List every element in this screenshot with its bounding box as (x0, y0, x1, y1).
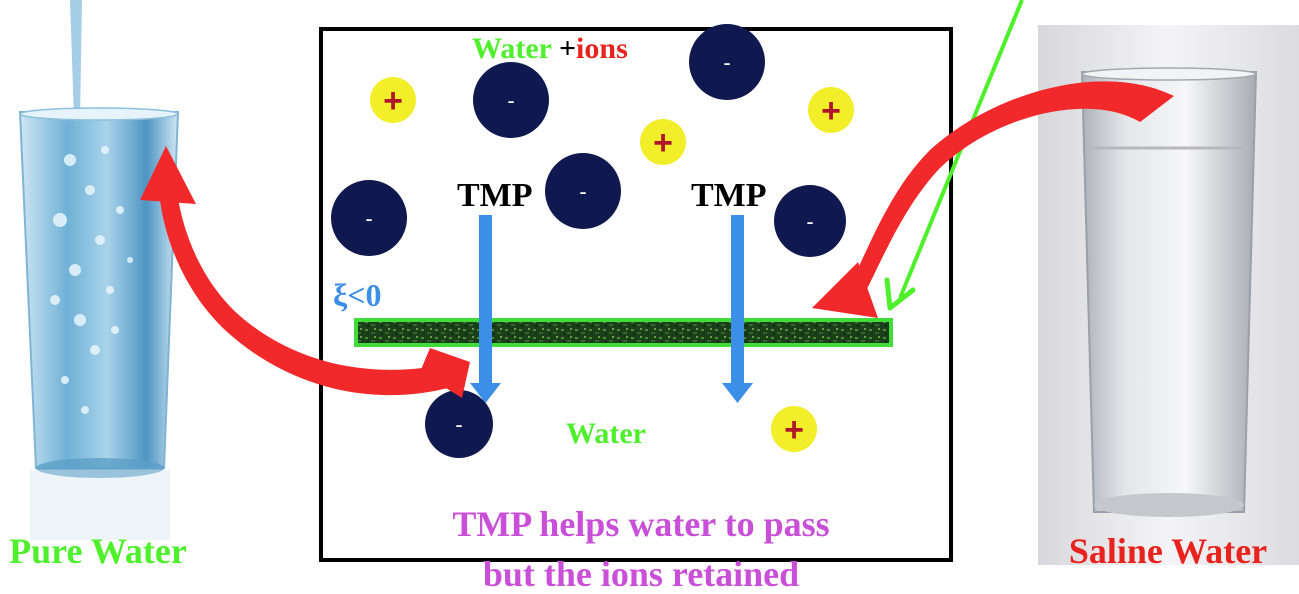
cation: + (370, 77, 416, 123)
svg-text:-: - (806, 209, 813, 234)
anion: - (425, 390, 493, 458)
svg-text:-: - (507, 88, 514, 113)
zeta-potential-label: ξ<0 (333, 277, 382, 313)
pure-water-glass (18, 0, 180, 540)
permeate-water-label: Water (566, 417, 646, 450)
caption-line1: TMP helps water to pass (452, 504, 829, 544)
membrane (354, 318, 893, 347)
svg-text:-: - (579, 179, 586, 204)
tmp-arrow-left (470, 215, 501, 403)
top-label-ions: ions (576, 32, 628, 65)
svg-text:+: + (821, 92, 841, 130)
water-stream (70, 0, 82, 120)
top-label-plus: + (559, 32, 576, 65)
anion: - (331, 180, 407, 256)
pure-water-caption: Pure Water (9, 531, 187, 571)
svg-text:-: - (365, 206, 372, 231)
top-label: Water +ions (472, 32, 628, 65)
saline-feed-arrow (812, 81, 1174, 318)
anion: - (473, 62, 549, 138)
saline-water-glass (1038, 25, 1299, 565)
top-label-water: Water (472, 32, 559, 65)
svg-text:+: + (383, 82, 403, 120)
anion: - (774, 185, 846, 257)
pure-water-return-arrow (140, 146, 470, 398)
svg-text:+: + (653, 124, 673, 162)
tmp-label-left: TMP (457, 177, 533, 214)
svg-text:+: + (784, 411, 804, 449)
svg-text:-: - (723, 50, 730, 75)
anion: - (545, 153, 621, 229)
cation: + (808, 87, 854, 133)
anion: - (689, 24, 765, 100)
cation: + (771, 406, 817, 452)
caption-line2: but the ions retained (483, 554, 799, 594)
tmp-label-right: TMP (691, 177, 767, 214)
svg-text:-: - (455, 412, 462, 437)
cation: + (640, 119, 686, 165)
saline-water-caption: Saline Water (1069, 531, 1267, 571)
tmp-arrow-right (722, 215, 753, 403)
